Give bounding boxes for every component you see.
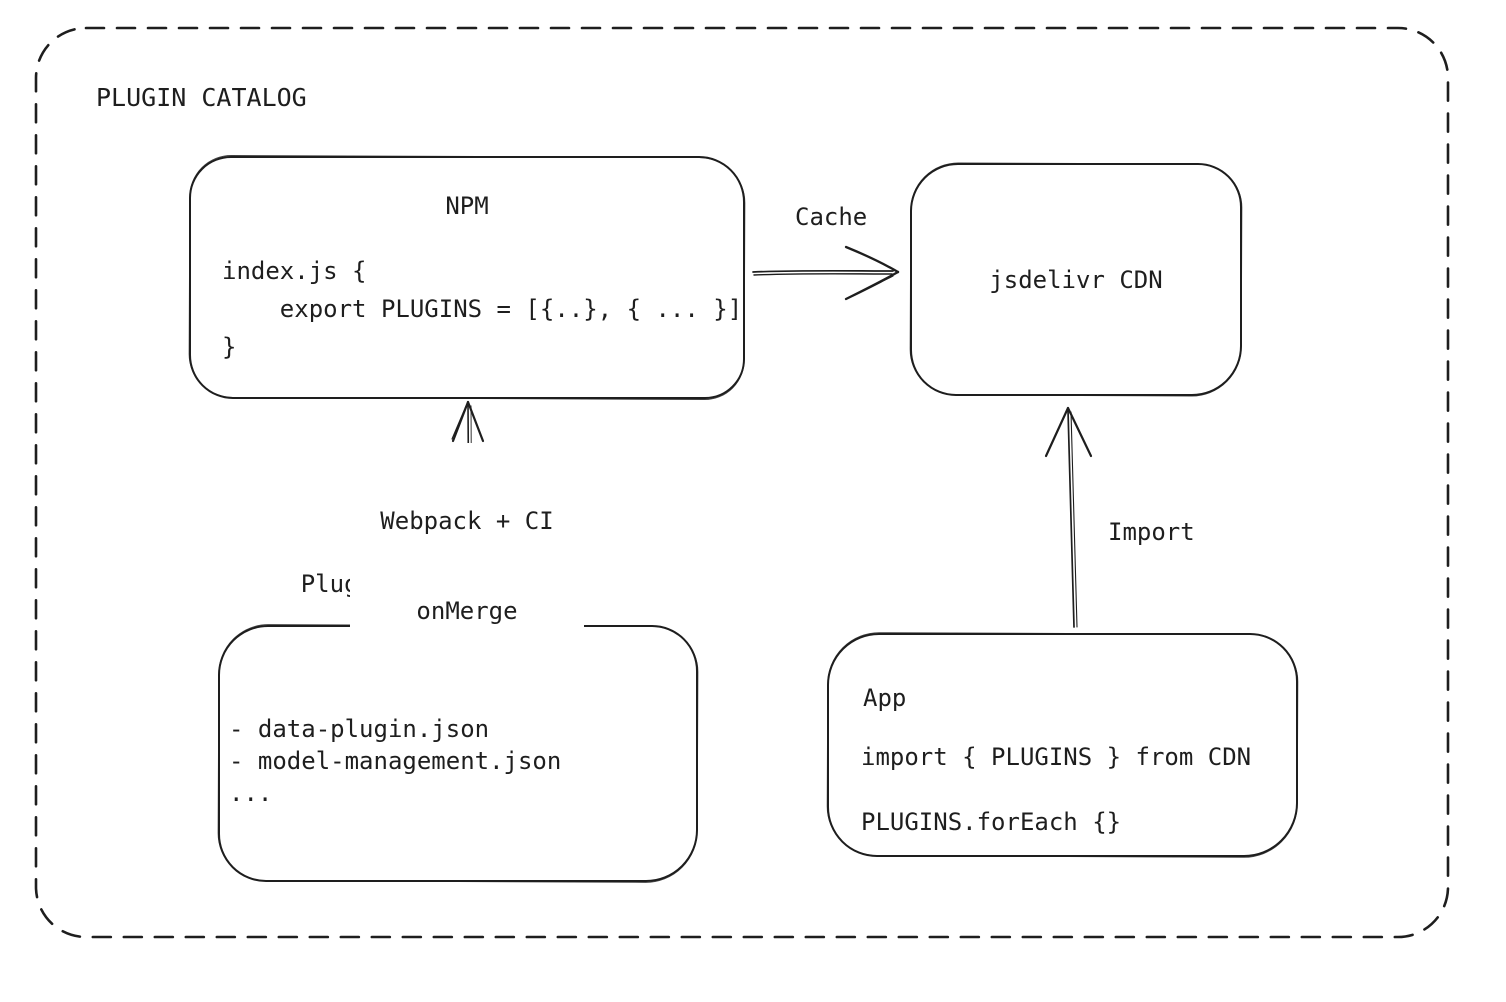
repo-file-item: - data-plugin.json xyxy=(229,715,490,743)
app-title: App xyxy=(863,684,907,712)
webpack-arrow-label-line1: Webpack + CI xyxy=(380,507,554,535)
app-code-line: import { PLUGINS } from CDN xyxy=(861,743,1252,771)
diagram-title: PLUGIN CATALOG xyxy=(96,83,307,112)
cache-arrow-label: Cache xyxy=(795,203,868,231)
repo-file-item: - model-management.json xyxy=(229,747,562,775)
node-npm: NPM index.js { export PLUGINS = [{..}, {… xyxy=(189,156,745,399)
npm-code-line: index.js { xyxy=(222,257,367,285)
plugin-catalog-frame xyxy=(34,26,1450,939)
node-plugin-catalog-repo: - data-plugin.json - model-management.js… xyxy=(218,625,698,882)
webpack-arrow-label: Webpack + CI onMerge xyxy=(350,443,584,694)
cache-arrow xyxy=(752,245,900,301)
cdn-title: jsdelivr CDN xyxy=(989,265,1163,294)
node-jsdelivr-cdn: jsdelivr CDN xyxy=(910,163,1242,396)
import-arrow xyxy=(1044,406,1093,628)
npm-title: NPM xyxy=(445,192,489,220)
repo-file-item: ... xyxy=(229,779,273,807)
repo-file-list: - data-plugin.json - model-management.js… xyxy=(220,713,696,809)
app-code-line: PLUGINS.forEach {} xyxy=(861,808,1122,836)
node-app: App import { PLUGINS } from CDN PLUGINS.… xyxy=(827,633,1298,857)
npm-code-block: index.js { export PLUGINS = [{..}, { ...… xyxy=(191,252,743,366)
import-arrow-label: Import xyxy=(1108,518,1195,546)
webpack-arrow-label-line2: onMerge xyxy=(416,597,518,625)
npm-code-line: export PLUGINS = [{..}, { ... }] xyxy=(222,295,743,323)
npm-code-line: } xyxy=(222,333,237,361)
